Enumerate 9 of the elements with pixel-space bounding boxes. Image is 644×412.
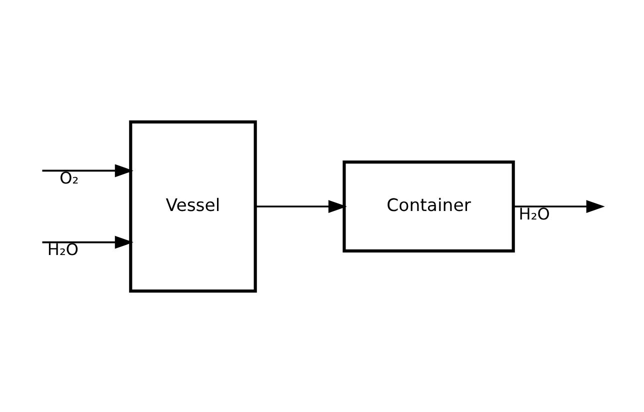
arrow [42, 164, 134, 177]
edge-label: O₂ [60, 168, 79, 188]
node-box: Container [342, 160, 515, 252]
arrow [256, 200, 347, 212]
edge-label: H₂O [47, 240, 79, 259]
edge-label: H₂O [518, 204, 550, 223]
node-box: Vessel [129, 120, 257, 292]
arrow [514, 200, 605, 212]
arrow [42, 235, 134, 248]
